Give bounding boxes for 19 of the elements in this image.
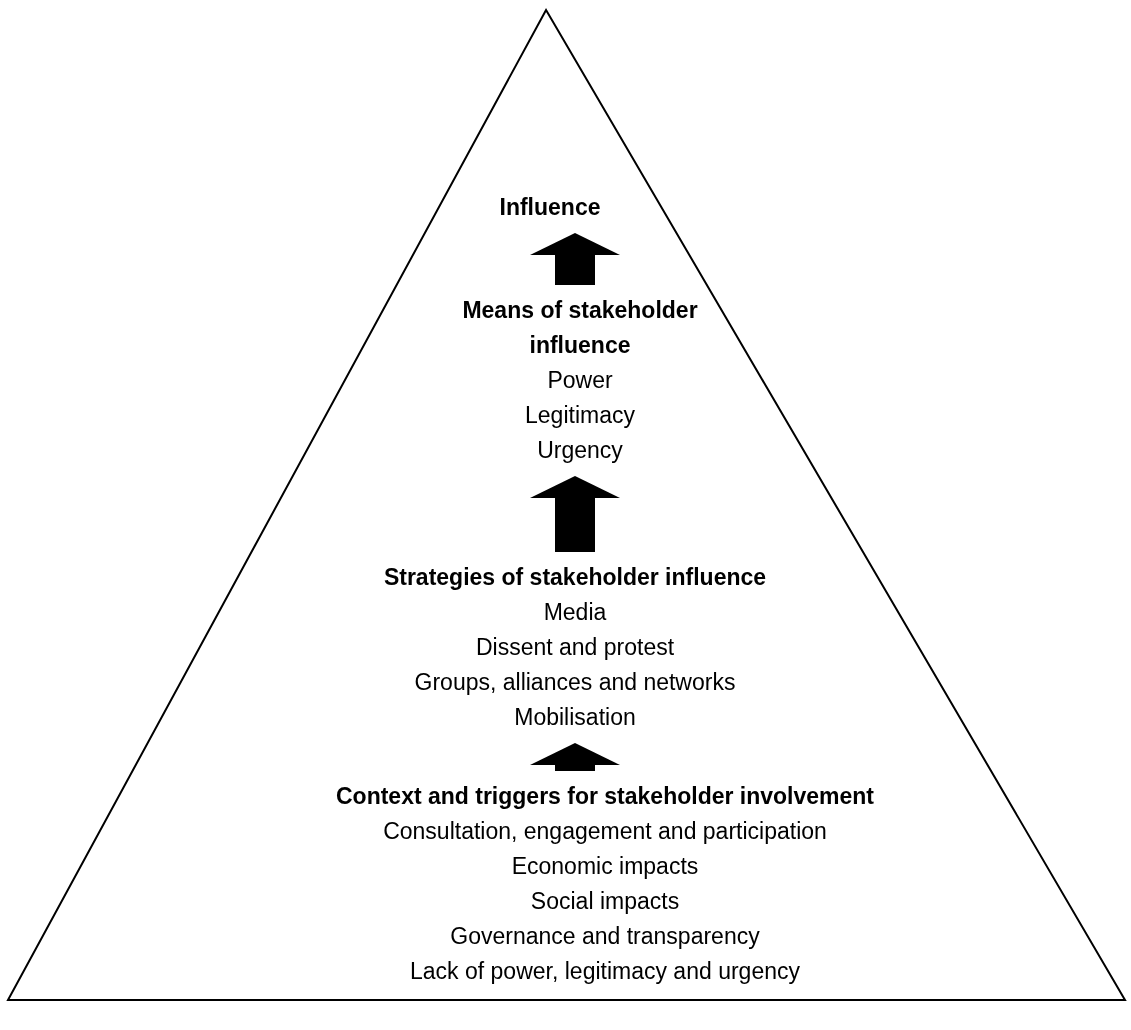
heading-text: Influence xyxy=(498,193,602,222)
list-item-text: Consultation, engagement and participation xyxy=(382,817,828,846)
list-item-text: Social impacts xyxy=(529,887,681,916)
list-item-text: Economic impacts xyxy=(510,852,700,881)
list-item-text: Media xyxy=(542,598,608,627)
list-item-text: Urgency xyxy=(536,436,624,465)
list-item-text: Legitimacy xyxy=(524,401,636,430)
list-item-text: Mobilisation xyxy=(513,703,637,732)
list-item-text: Lack of power, legitimacy and urgency xyxy=(409,957,801,986)
list-item-text: Groups, alliances and networks xyxy=(413,668,737,697)
heading-text: Strategies of stakeholder influence xyxy=(382,563,768,592)
block-arrow xyxy=(530,233,620,285)
block-arrow xyxy=(530,476,620,552)
heading-text: Context and triggers for stakeholder involvement xyxy=(334,782,876,811)
block-arrow xyxy=(530,743,620,771)
list-item-text: Governance and transparency xyxy=(449,922,761,951)
list-item-text: Dissent and protest xyxy=(474,633,676,662)
heading-text: Means of stakeholder influence xyxy=(461,296,699,360)
list-item-text: Power xyxy=(546,366,614,395)
